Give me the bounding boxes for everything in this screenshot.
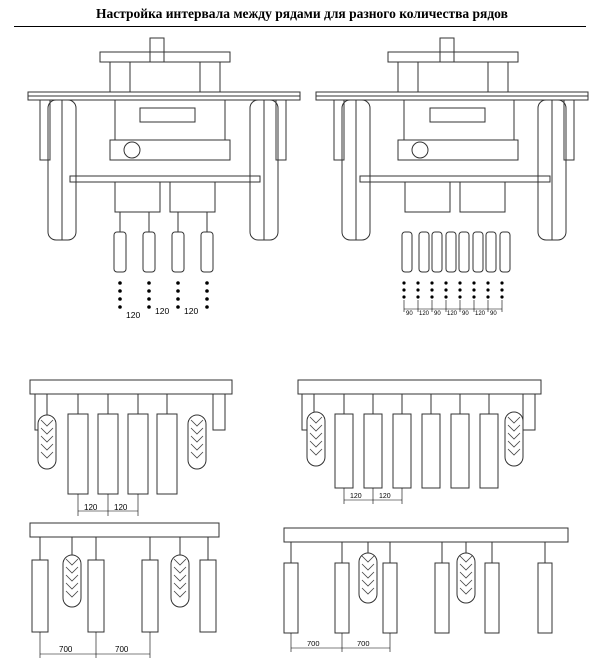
scheme-b-unit-4 (421, 413, 441, 489)
scheme-b-label-1: 120 (350, 493, 362, 500)
tr-label-3: 90 (434, 311, 441, 317)
tr-label-5: 90 (462, 311, 469, 317)
scheme-d-unit-4 (434, 562, 450, 634)
scheme-b-label-2: 120 (379, 493, 391, 500)
scheme-c-unit-1 (31, 559, 49, 633)
scheme-d-unit-5 (484, 562, 500, 634)
scheme-d-label-2: 700 (357, 639, 370, 648)
scheme-c-frame (29, 522, 220, 538)
scheme-d-frame (283, 527, 569, 543)
tl-label-2: 120 (155, 306, 169, 316)
scheme-a-unit-2 (97, 413, 119, 495)
scheme-a-label-2: 120 (114, 503, 128, 512)
seed-dots-4-row (118, 281, 209, 309)
scheme-d-unit-1 (283, 562, 299, 634)
scheme-d (283, 527, 569, 634)
scheme-b-dimension (343, 488, 403, 504)
machine-8-row (315, 37, 589, 273)
scheme-d-unit-3 (382, 562, 398, 634)
tr-label-7: 90 (490, 311, 497, 317)
scheme-d-unit-2 (334, 562, 350, 634)
scheme-c (29, 522, 220, 633)
tl-label-1: 120 (126, 310, 140, 320)
scheme-d-dimension (290, 633, 391, 652)
tr-label-6: 120 (475, 311, 486, 317)
seed-dots-8-row (402, 281, 504, 299)
scheme-c-dimension (39, 632, 151, 658)
scheme-c-label-1: 700 (59, 645, 73, 654)
scheme-c-unit-2 (87, 559, 105, 633)
scheme-b-unit-6 (479, 413, 499, 489)
tr-label-2: 120 (419, 311, 430, 317)
scheme-b-frame (297, 379, 542, 395)
tl-label-3: 120 (184, 306, 198, 316)
scheme-b-unit-2 (363, 413, 383, 489)
scheme-d-unit-6 (537, 562, 553, 634)
scheme-b-unit-3 (392, 413, 412, 489)
scheme-b-unit-1 (334, 413, 354, 489)
title-rule (14, 26, 586, 27)
scheme-b (297, 379, 542, 489)
scheme-d-label-1: 700 (307, 639, 320, 648)
scheme-a (29, 379, 233, 495)
scheme-a-unit-3 (127, 413, 149, 495)
scheme-a-frame (29, 379, 233, 395)
scheme-a-label-1: 120 (84, 503, 98, 512)
tr-label-4: 120 (447, 311, 458, 317)
scheme-a-unit-4 (156, 413, 178, 495)
scheme-c-unit-4 (199, 559, 217, 633)
scheme-c-label-2: 700 (115, 645, 129, 654)
scheme-b-unit-5 (450, 413, 470, 489)
tr-label-1: 90 (406, 311, 413, 317)
scheme-c-unit-3 (141, 559, 159, 633)
scheme-a-dimension (77, 494, 139, 516)
machine-4-row (27, 37, 301, 273)
tr-dimension-lines (403, 300, 503, 312)
scheme-a-unit-1 (67, 413, 89, 495)
page-title: Настройка интервала между рядами для раз… (96, 6, 508, 21)
